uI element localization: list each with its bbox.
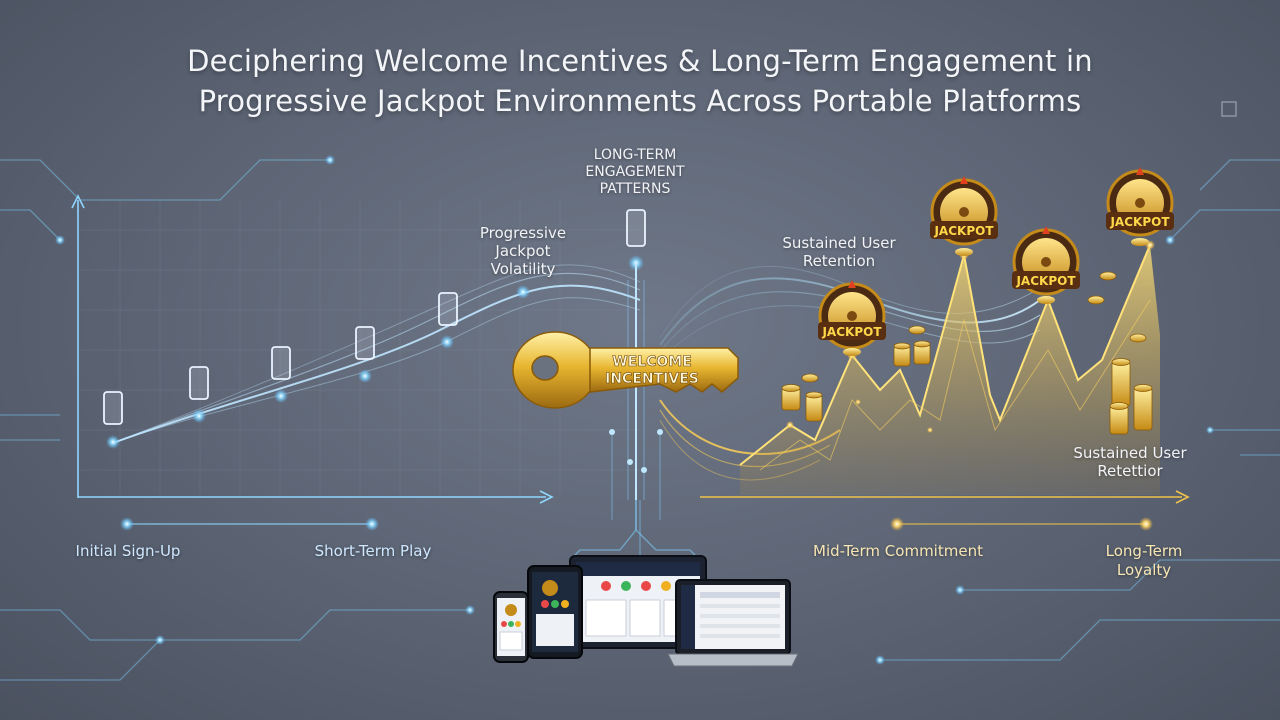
corner-square: [1221, 101, 1237, 117]
label-progressive-volatility-line2: Jackpot: [495, 242, 551, 260]
timeline-long-term-line2: Loyalty: [1116, 561, 1172, 579]
label-long-term-engagement: LONG-TERM ENGAGEMENT PATTERNS: [560, 147, 710, 198]
jackpot-label-2: JACKPOT: [933, 224, 994, 238]
timeline-mid-term-commitment: Mid-Term Commitment: [813, 542, 983, 560]
page-title-line1: Deciphering Welcome Incentives & Long-Te…: [187, 44, 1093, 78]
device-group: [493, 555, 799, 667]
label-sustained-retention-bottom-line2: Retettior: [1097, 462, 1163, 480]
circuit-traces: [0, 159, 1280, 681]
central-beam: [569, 263, 701, 561]
grid: [80, 200, 640, 495]
label-sustained-retention-top-line2: Retention: [802, 252, 876, 270]
blue-growth-curve: [112, 264, 641, 444]
jackpot-wheel-3: [1012, 226, 1080, 304]
label-sustained-retention-bottom: Sustained User Retettior: [1060, 444, 1200, 480]
circuit-nodes: [55, 155, 1214, 665]
smartphone-icons: [103, 209, 646, 425]
jackpot-wheel-1: [818, 280, 886, 356]
jackpot-wheel-4: [1106, 167, 1174, 246]
timeline: [120, 517, 1153, 531]
welcome-key-icon: [512, 331, 739, 409]
jackpot-growth-area: [739, 244, 1160, 495]
blue-curve-nodes: [106, 255, 644, 449]
timeline-initial-sign-up: Initial Sign-Up: [75, 542, 181, 560]
timeline-short-term-play: Short-Term Play: [314, 542, 432, 560]
right-axis: [700, 490, 1190, 504]
page-title-line2: Progressive Jackpot Environments Across …: [198, 84, 1082, 118]
label-long-term-engagement-line1: LONG-TERM: [593, 147, 677, 163]
left-axes: [71, 194, 554, 504]
label-progressive-volatility-line1: Progressive: [479, 224, 567, 242]
timeline-long-term-loyalty: Long-Term Loyalty: [1086, 542, 1202, 580]
timeline-long-term-line1: Long-Term: [1105, 542, 1183, 560]
label-progressive-volatility: Progressive Jackpot Volatility: [460, 224, 586, 278]
label-sustained-retention-top: Sustained User Retention: [766, 234, 912, 270]
jackpot-label-1: JACKPOT: [821, 325, 882, 339]
jackpot-wheel-2: [930, 176, 998, 256]
coin-stacks: [781, 271, 1153, 435]
label-long-term-engagement-line3: PATTERNS: [599, 181, 671, 197]
label-long-term-engagement-line2: ENGAGEMENT: [585, 164, 685, 180]
label-sustained-retention-top-line1: Sustained User: [782, 234, 896, 252]
label-progressive-volatility-line3: Volatility: [490, 260, 556, 278]
key-label-line1: WELCOME: [612, 354, 692, 370]
jackpot-label-3: JACKPOT: [1015, 274, 1076, 288]
jackpot-label-4: JACKPOT: [1109, 215, 1170, 229]
label-sustained-retention-bottom-line1: Sustained User: [1073, 444, 1187, 462]
key-label-line2: INCENTIVES: [605, 371, 699, 387]
